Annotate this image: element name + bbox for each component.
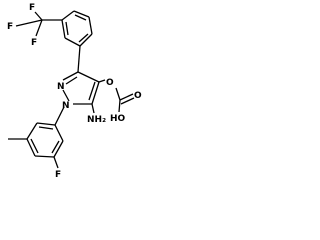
bond-c-o-carbonyl (119, 93, 134, 101)
atom-label-f2: F (7, 22, 13, 32)
atom-label-o-ether: O (106, 78, 114, 88)
atom-label-hydroxyl: HO (110, 114, 126, 124)
bond-c-f-ring (53, 156, 59, 169)
bond-b5-b6 (53, 140, 64, 158)
atom-label-amine: NH₂ (87, 115, 106, 125)
bond-n1-to-phenyl (54, 106, 65, 126)
atom-label-f1: F (29, 3, 35, 13)
bond-o-c (115, 87, 121, 101)
atom-label-n2: N (57, 82, 65, 92)
atom-label-n1: N (62, 101, 70, 111)
bond-a6-a1-inner (65, 21, 69, 36)
chemical-structure-diagram: F F F O O HO N N NH₂ F (7, 3, 142, 180)
bond-a2-a3-inner (74, 14, 87, 21)
atom-label-o-carbonyl: O (134, 91, 142, 101)
bond-c4-o (98, 79, 106, 83)
bond-n1-n2 (62, 89, 70, 102)
bond-b6-b1 (54, 124, 64, 142)
bond-n2-c3-double (65, 76, 78, 85)
bond-c3-c4 (77, 71, 100, 83)
bond-phenyl-to-pyrazole (77, 45, 81, 73)
bond-c-oh (118, 99, 121, 113)
upper-phenyl-ring (61, 10, 93, 47)
bond-c-o-carbonyl-double (120, 97, 135, 105)
bond-a4-a5 (79, 33, 93, 47)
bond-b1-b2 (36, 122, 56, 126)
bond-cf3-c-f3 (35, 19, 43, 37)
bond-c4-c5-double (88, 81, 96, 101)
bond-a1-a2 (61, 10, 75, 21)
bond-a3-a4 (88, 16, 93, 35)
bond-b2-b3 (26, 122, 38, 140)
bond-c5-nh2 (91, 103, 95, 114)
bond-a2-a3 (73, 10, 90, 18)
bond-cf3-c-f2 (15, 19, 43, 27)
bond-a4-a5-inner (78, 33, 89, 43)
trifluoromethyl-bonds (15, 11, 62, 37)
atom-label-f3: F (31, 38, 37, 48)
bond-a5-a6 (64, 37, 81, 47)
bond-cf3-c-f1 (34, 11, 43, 21)
bond-c4-c5 (91, 81, 100, 105)
pyrazole-ring (62, 71, 100, 105)
atom-label-f-ring: F (55, 170, 61, 180)
bond-b3-b4 (26, 138, 36, 157)
bond-b3-b4-inner (30, 138, 39, 154)
bond-a6-a1 (61, 19, 66, 39)
bond-b4-b5 (34, 155, 55, 158)
bond-b5-b6-inner (51, 140, 60, 154)
lower-phenyl-ring (26, 122, 64, 158)
carbonate-group (98, 79, 135, 113)
bond-n2-c3 (62, 71, 79, 81)
bond-b1-b2-inner (38, 126, 54, 130)
